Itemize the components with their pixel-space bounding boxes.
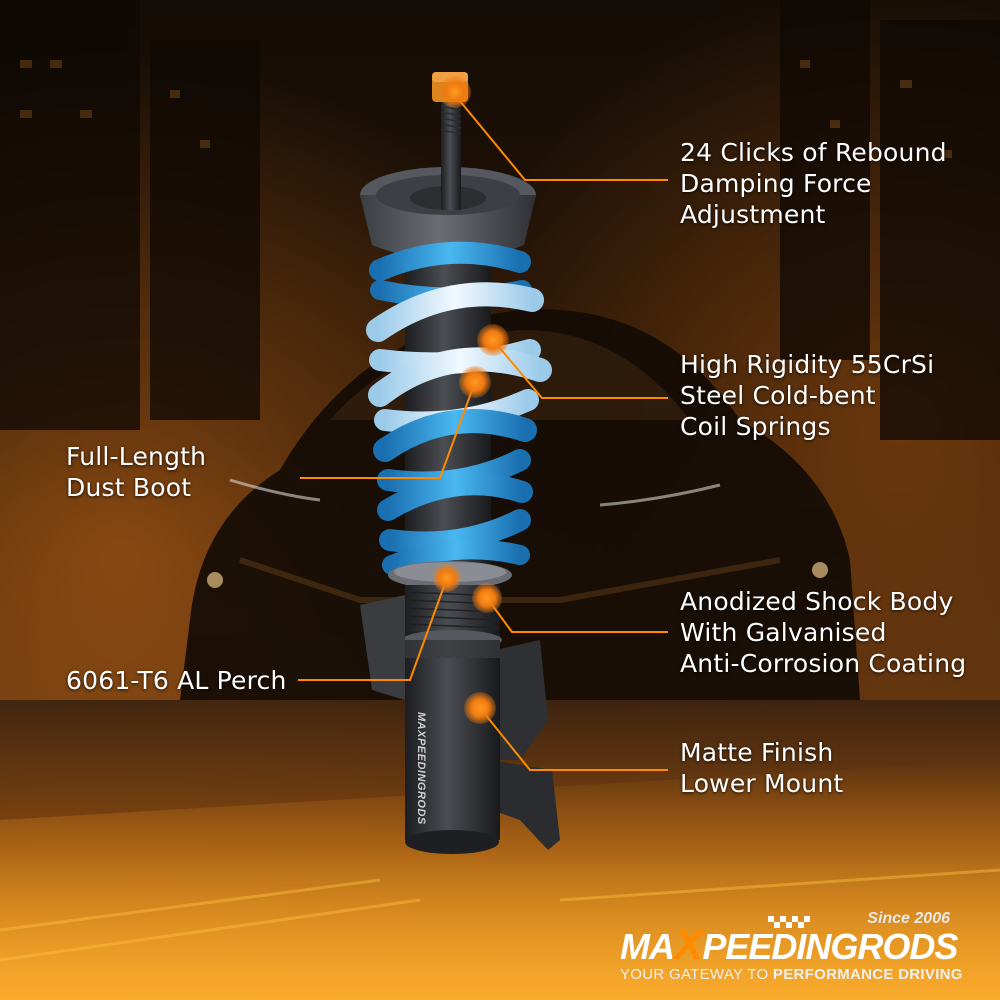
label-coil-springs: High Rigidity 55CrSi Steel Cold-bent Coi… xyxy=(680,350,935,441)
label-rebound-adjustment: 24 Clicks of Rebound Damping Force Adjus… xyxy=(680,138,947,229)
brand-logo: Since 2006 maXPEEDINGRODS YOUR GATEWAY T… xyxy=(618,908,962,988)
logo-tagline-plain: YOUR GATEWAY TO xyxy=(620,966,773,983)
logo-x: X xyxy=(674,920,703,969)
logo-prefix: ma xyxy=(620,926,675,967)
label-lower-mount: Matte Finish Lower Mount xyxy=(680,738,844,798)
strut-marking: MAXPEEDINGRODS xyxy=(415,712,427,825)
checkered-flag-icon xyxy=(768,916,810,928)
label-al-perch: 6061-T6 AL Perch xyxy=(66,666,287,695)
logo-wordmark: maXPEEDINGRODS xyxy=(620,920,958,970)
logo-tagline-bold: PERFORMANCE DRIVING xyxy=(772,966,963,983)
logo-since: Since 2006 xyxy=(867,910,950,927)
label-dust-boot: Full-Length Dust Boot xyxy=(66,442,207,502)
label-shock-body: Anodized Shock Body With Galvanised Anti… xyxy=(680,587,967,678)
logo-tagline: YOUR GATEWAY TO PERFORMANCE DRIVING xyxy=(620,966,963,983)
logo-suffix: PEEDINGRODS xyxy=(702,926,958,967)
